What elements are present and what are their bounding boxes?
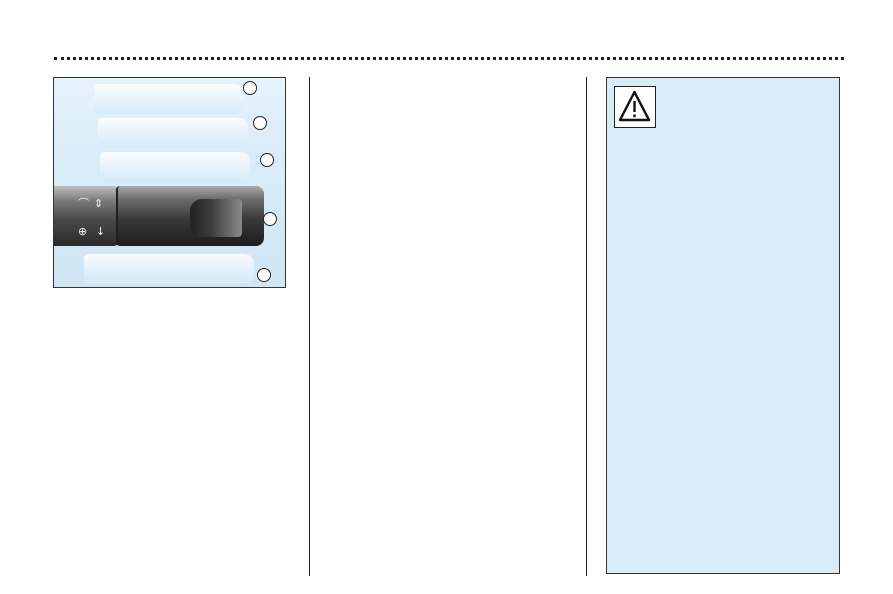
figure-ghost-stalk-2	[98, 118, 248, 148]
figure-ghost-stalk-4	[84, 254, 254, 284]
down-arrow-icon: ↓	[96, 225, 106, 238]
callout-circle-2	[253, 116, 267, 130]
rear-wiper-icon: ⊕	[78, 225, 88, 238]
callout-circle-1	[243, 81, 257, 95]
wiper-stalk-end-cap	[190, 199, 242, 237]
wiper-stalk-figure: ⌒ ⇕ ⊕ ↓	[53, 77, 286, 288]
wiper-stalk-base: ⌒ ⇕ ⊕ ↓	[54, 186, 118, 246]
washer-spray-icon: ⇕	[94, 197, 104, 210]
callout-circle-5	[257, 268, 271, 282]
column-divider-2	[586, 77, 587, 576]
figure-ghost-stalk-1	[94, 84, 244, 114]
warning-triangle-icon	[618, 90, 651, 122]
figure-ghost-stalk-3	[100, 152, 250, 182]
callout-circle-3	[260, 153, 274, 167]
column-divider-1	[309, 77, 310, 576]
warning-icon-frame	[614, 86, 656, 128]
header-dotted-rule	[54, 57, 844, 60]
callout-circle-4	[263, 212, 277, 226]
wiper-front-icon: ⌒	[78, 197, 89, 210]
warning-panel	[606, 77, 840, 574]
